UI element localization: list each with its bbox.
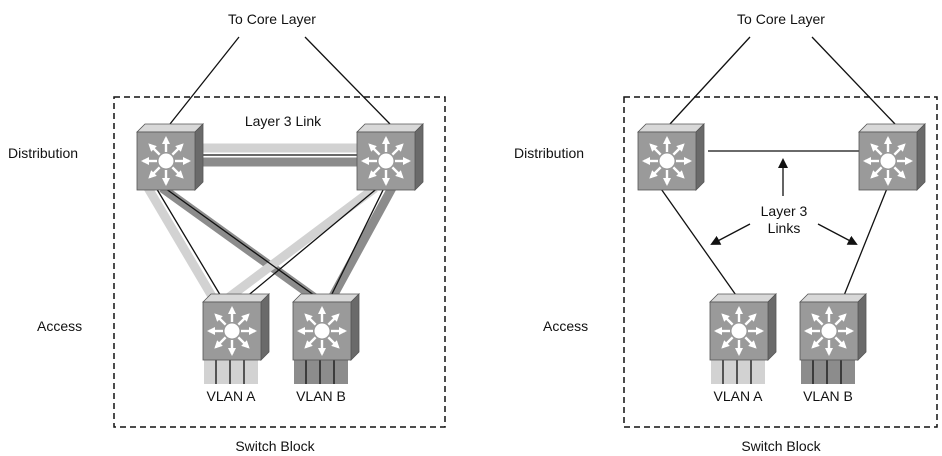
left-distribution-switch-2 — [356, 123, 424, 191]
right-access-label: Access — [543, 318, 588, 334]
right-distribution-switch-2 — [858, 123, 926, 191]
left-switch-block-label: Switch Block — [235, 438, 315, 454]
right-distribution-label: Distribution — [514, 145, 584, 161]
layer3-switch-icon — [642, 136, 692, 186]
left-link-highlights — [144, 143, 396, 302]
right-links-label-line1: Layer 3 — [761, 203, 808, 219]
left-vlan-b-label: VLAN B — [296, 388, 346, 404]
right-link-arrows — [710, 158, 858, 245]
left-access-label: Access — [37, 318, 82, 334]
layer3-switch-icon — [804, 306, 854, 356]
right-access-switch-a — [709, 293, 777, 361]
right-access-switch-b — [799, 293, 867, 361]
layer3-switch-icon — [714, 306, 764, 356]
left-links — [154, 154, 386, 299]
left-core-label: To Core Layer — [228, 11, 316, 27]
left-distribution-switch-1 — [136, 123, 204, 191]
arrow-left — [710, 223, 751, 245]
layer3-switch-icon — [863, 136, 913, 186]
left-core-link-2 — [304, 36, 391, 125]
left-distribution-label: Distribution — [8, 145, 78, 161]
right-switch-block-border — [623, 96, 938, 428]
left-access-switch-a — [202, 293, 270, 361]
left-switch-block-border — [113, 96, 446, 428]
right-switch-block-label: Switch Block — [741, 438, 821, 454]
right-core-link-1 — [669, 36, 751, 125]
right-links-label-line2: Links — [768, 220, 801, 236]
right-vlan-a-ports — [711, 356, 765, 384]
right-diagram: To Core Layer Distribution Access Layer … — [514, 11, 938, 454]
right-vlan-b-ports — [801, 356, 855, 384]
left-access-switch-b — [292, 293, 360, 361]
right-vlan-a-label: VLAN A — [713, 388, 763, 404]
left-diagram: To Core Layer Distribution Access Layer … — [8, 11, 446, 454]
left-vlan-a-ports — [204, 356, 258, 384]
right-vlan-b-label: VLAN B — [803, 388, 853, 404]
left-vlan-b-ports — [294, 356, 348, 384]
right-links — [658, 150, 889, 299]
layer3-switch-icon — [207, 306, 257, 356]
left-vlan-a-label: VLAN A — [206, 388, 256, 404]
right-core-link-2 — [811, 36, 896, 125]
layer3-switch-icon — [361, 136, 411, 186]
right-core-label: To Core Layer — [737, 11, 825, 27]
left-link-label: Layer 3 Link — [245, 113, 322, 129]
layer3-switch-icon — [297, 306, 347, 356]
left-core-link-1 — [169, 36, 240, 125]
right-distribution-switch-1 — [637, 123, 705, 191]
arrow-right — [817, 223, 858, 245]
layer3-switch-icon — [141, 136, 191, 186]
